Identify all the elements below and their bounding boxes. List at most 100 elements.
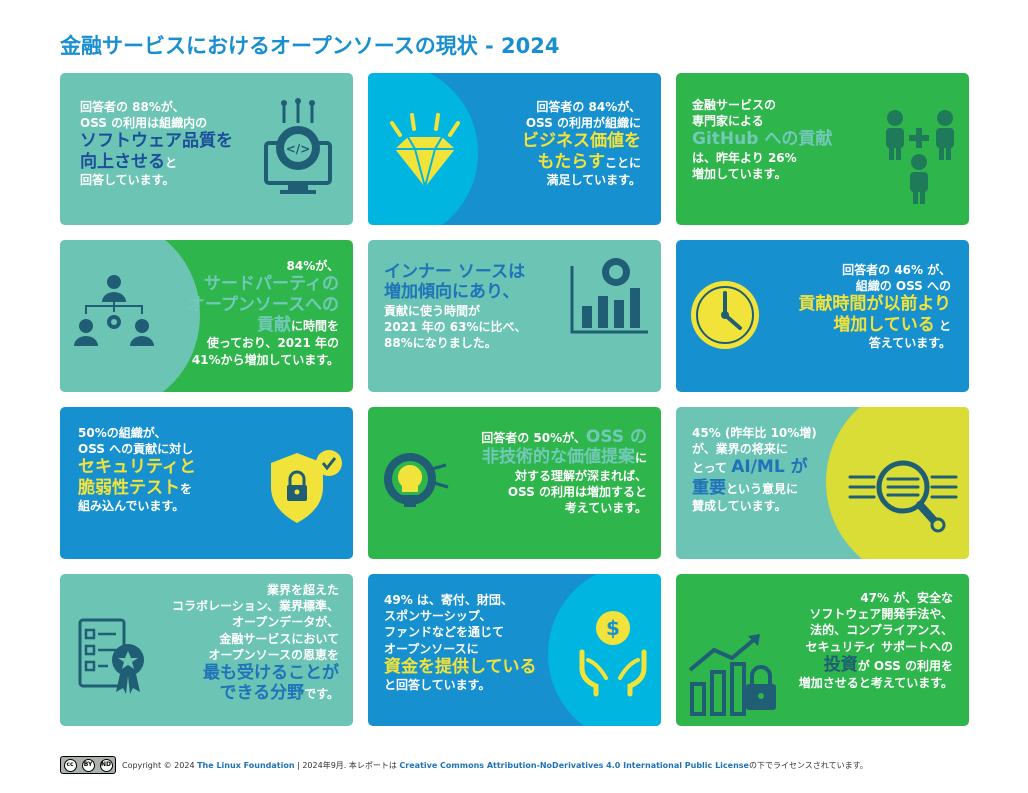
card-cross-industry: 業界を超えた コラボレーション、業界標準、 オープンデータが、 金融サービスにお…	[60, 574, 353, 726]
text-line: 賛成しています。	[692, 499, 787, 514]
text-line: 増加させると考えています。	[798, 676, 953, 691]
highlight-text: できる分野	[219, 683, 305, 704]
svg-text:$: $	[606, 616, 620, 640]
text-line: 回答者の 46% が、	[842, 263, 951, 277]
highlight-text: 貢献	[256, 314, 291, 335]
text-line: は、昨年より 26%	[692, 150, 797, 165]
svg-text:</>: </>	[286, 142, 311, 156]
copyright-text: Copyright © 2024 The Linux Foundation | …	[122, 760, 868, 771]
card-text: 47% が、安全な ソフトウェア開発手法や、 法的、コンプライアンス、 セキュリ…	[799, 590, 953, 691]
text-line: スポンサーシップ、	[384, 609, 492, 624]
card-security-testing: 50%の組織が、 OSS への貢献に対し セキュリティと 脆弱性テストを 組み込…	[60, 407, 353, 559]
card-text: 回答者の 50%が、OSS の 非技術的な価値提案に 対する理解が深まれば、 O…	[481, 427, 647, 516]
people-plus-icon	[886, 110, 954, 204]
card-text: 50%の組織が、 OSS への貢献に対し セキュリティと 脆弱性テストを 組み込…	[78, 425, 196, 514]
checklist-badge-icon	[78, 618, 144, 694]
card-text: 業界を超えた コラボレーション、業界標準、 オープンデータが、 金融サービスにお…	[172, 582, 339, 704]
text-line: 金融サービスにおいて	[219, 631, 339, 646]
text-line: OSS への貢献に対し	[78, 442, 194, 457]
text-line: 組み込んでいます。	[78, 499, 185, 514]
by-icon: BY	[81, 758, 95, 772]
text-line: 貢献に使う時間が	[384, 303, 481, 318]
text-line: 回答しています。	[80, 173, 175, 188]
text-line: が OSS の利用を	[857, 658, 953, 673]
cc-icon: cc	[63, 758, 77, 772]
highlight-text: ビジネス価値を	[522, 131, 641, 152]
decorative-shape	[60, 240, 200, 392]
linux-foundation-link[interactable]: The Linux Foundation	[197, 760, 295, 770]
footer: cc BY ND Copyright © 2024 The Linux Foun…	[60, 755, 868, 775]
highlight-text: 非技術的な価値提案	[481, 447, 635, 468]
text-line: 41%から増加しています。	[191, 352, 339, 367]
clock-icon	[691, 281, 759, 349]
diamond-icon	[390, 113, 460, 191]
text-line: 回答者の 84%が、	[536, 100, 641, 114]
card-text: 84%が、 サードパーティの オープンソースへの 貢献に時間を 使っており、20…	[188, 258, 339, 368]
text-line: です。	[304, 687, 339, 702]
card-third-party-oss: 84%が、 サードパーティの オープンソースへの 貢献に時間を 使っており、20…	[60, 240, 353, 392]
card-non-technical-value: 回答者の 50%が、OSS の 非技術的な価値提案に 対する理解が深まれば、 O…	[368, 407, 661, 559]
highlight-text: 投資	[823, 654, 858, 675]
highlight-text: インナー ソースは	[384, 262, 526, 282]
text-line: 満足しています。	[546, 173, 641, 188]
bar-chart-lock-icon	[688, 634, 776, 716]
highlight-text: GitHub への貢献	[692, 129, 833, 150]
text-line: オープンソースに	[384, 641, 479, 656]
text-line: に時間を	[290, 318, 339, 333]
highlight-text: 資金を提供している	[384, 656, 537, 677]
text-line: 回答者の 50%が、	[481, 431, 586, 445]
text-line: 45% (昨年比 10%増)	[692, 426, 817, 440]
highlight-text: もたらす	[537, 151, 605, 172]
text-line: セキュリティ サポートへの	[805, 639, 953, 654]
text-line: と	[165, 155, 178, 170]
software-quality-icon: </>	[264, 98, 332, 194]
highlight-text: 増加傾向にあり、	[384, 282, 520, 303]
text-line: オープンソースの恩恵を	[208, 647, 339, 662]
card-investment: 47% が、安全な ソフトウェア開発手法や、 法的、コンプライアンス、 セキュリ…	[676, 574, 969, 726]
security-shield-icon	[271, 450, 342, 523]
card-github-contribution: 金融サービスの 専門家による GitHub への貢献 は、昨年より 26% 増加…	[676, 73, 969, 225]
footer-text: の下でライセンスされています。	[748, 760, 868, 770]
text-line: と回答しています。	[384, 678, 491, 693]
copyright-label: Copyright © 2024	[122, 760, 195, 770]
highlight-text: ソフトウェア品質を	[80, 131, 233, 152]
text-line: 法的、コンプライアンス、	[810, 623, 953, 638]
highlight-text: 増加している	[833, 314, 935, 335]
card-funding: 49% は、寄付、財団、 スポンサーシップ、 ファンドなどを通じて オープンソー…	[368, 574, 661, 726]
highlight-text: 重要	[692, 477, 726, 498]
text-line: 84%が、	[286, 259, 339, 273]
text-line: 専門家による	[692, 114, 764, 129]
text-line: ファンドなどを通じて	[384, 625, 505, 640]
card-text: 回答者の 46% が、 組織の OSS への 貢献時間が以前より 増加している …	[798, 262, 951, 351]
highlight-text: 向上させる	[80, 151, 165, 172]
highlight-text: サードパーティの	[204, 274, 339, 295]
text-line: OSS の利用は増加すると	[507, 484, 647, 499]
text-line: に	[634, 451, 647, 466]
text-line: ことに	[604, 155, 641, 170]
text-line: 回答者の 88%が、	[80, 100, 185, 114]
text-line: 88%になりました。	[384, 336, 497, 351]
text-line: 49% は、寄付、財団、	[384, 593, 513, 607]
page-title: 金融サービスにおけるオープンソースの現状 - 2024	[60, 34, 560, 58]
nd-icon: ND	[99, 758, 113, 772]
money-hands-icon: $	[579, 611, 647, 697]
text-line: 47% が、安全な	[860, 591, 953, 605]
lightbulb-gear-icon	[384, 453, 449, 507]
cc-license-badge[interactable]: cc BY ND	[60, 756, 116, 774]
text-line: が、業界の将来に	[692, 442, 788, 457]
card-business-value: 回答者の 84%が、 OSS の利用が組織に ビジネス価値を もたらすことに 満…	[368, 73, 661, 225]
card-inner-source: インナー ソースは 増加傾向にあり、 貢献に使う時間が 2021 年の 63%に…	[368, 240, 661, 392]
highlight-text: OSS の	[585, 427, 647, 447]
text-line: 答えています。	[868, 336, 951, 351]
card-software-quality: 回答者の 88%が、 OSS の利用は組織内の ソフトウェア品質を 向上させると…	[60, 73, 353, 225]
text-line: OSS の利用が組織に	[525, 116, 641, 131]
license-link[interactable]: Creative Commons Attribution-NoDerivativ…	[399, 760, 749, 770]
card-text: インナー ソースは 増加傾向にあり、 貢献に使う時間が 2021 年の 63%に…	[384, 262, 526, 351]
text-line: 2021 年の 63%に比べ、	[384, 319, 527, 334]
card-text: 49% は、寄付、財団、 スポンサーシップ、 ファンドなどを通じて オープンソー…	[384, 592, 537, 693]
text-line: 使っており、2021 年の	[206, 336, 339, 351]
text-line: コラボレーション、業界標準、	[171, 599, 339, 614]
highlight-text: 貢献時間が以前より	[798, 294, 951, 315]
text-line: とって	[692, 461, 728, 476]
card-text: 45% (昨年比 10%増) が、業界の将来に とって AI/ML が 重要とい…	[692, 425, 817, 514]
